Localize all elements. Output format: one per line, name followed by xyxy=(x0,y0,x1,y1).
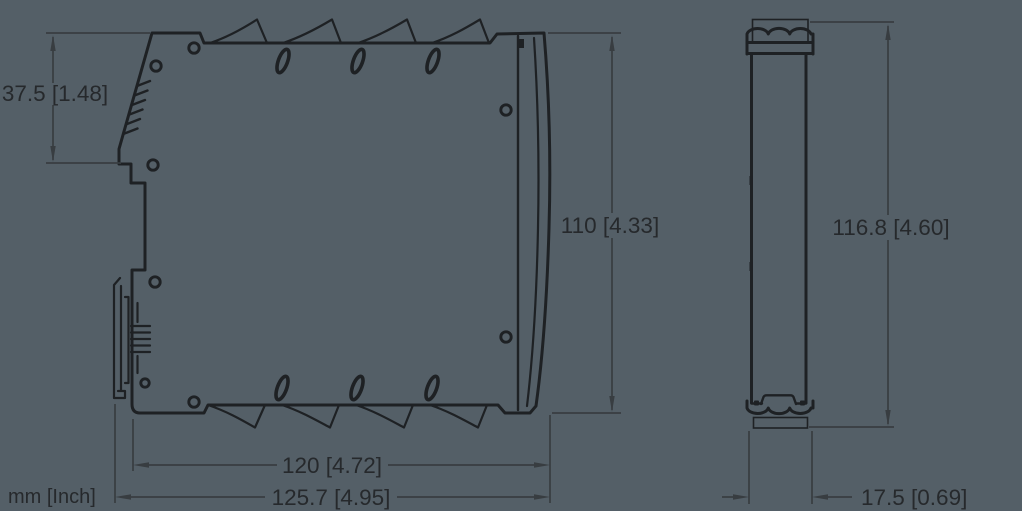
dim-label-overall-width: 125.7 [4.95] xyxy=(272,485,391,510)
arrow-down-icon xyxy=(885,410,891,426)
dim-label-depth: 17.5 [0.69] xyxy=(861,485,967,510)
arrow-left-icon xyxy=(133,462,149,468)
arrow-right-icon xyxy=(534,462,550,468)
clip-comb-teeth xyxy=(129,324,152,354)
screw-hole xyxy=(146,158,160,172)
slat xyxy=(123,127,139,135)
arrow-up-icon xyxy=(50,35,56,51)
arrow-right-icon xyxy=(733,494,749,500)
screw-hole xyxy=(499,330,513,344)
vent-slot xyxy=(425,47,441,75)
vent-fin xyxy=(356,18,418,45)
screw-hole xyxy=(148,275,162,289)
screw-hole xyxy=(139,377,151,389)
din-rail-clip xyxy=(112,276,152,400)
dimension-overall-width: 125.7 [4.95] xyxy=(115,485,550,510)
dim-label-front-overall-height: 116.8 [4.60] xyxy=(832,215,949,240)
dimension-front-overall-height: 116.8 [4.60] xyxy=(809,21,950,428)
vent-fin xyxy=(206,403,267,429)
top-terminal-block xyxy=(745,26,815,56)
arrow-down-icon xyxy=(50,146,56,162)
slat xyxy=(128,108,144,116)
slat xyxy=(133,89,149,97)
vent-fin xyxy=(280,403,341,429)
top-vent-slots xyxy=(275,47,441,75)
vent-fin xyxy=(281,18,343,45)
screw-holes xyxy=(139,41,513,409)
heatsink-slats xyxy=(123,79,152,135)
screw-hole xyxy=(499,103,513,117)
screw-hole xyxy=(187,41,201,55)
dimension-upper-section-height: 37.5 [1.48] xyxy=(2,32,150,164)
bottom-rail-plate xyxy=(752,416,809,429)
side-view xyxy=(112,18,552,429)
clip-slider xyxy=(123,295,130,385)
screw-mark xyxy=(800,400,805,406)
arrow-right-icon xyxy=(534,494,550,500)
vent-fin xyxy=(428,403,489,429)
dimension-depth: 17.5 [0.69] xyxy=(722,431,967,510)
vent-fin xyxy=(208,18,269,45)
vent-slot xyxy=(275,47,291,75)
slat xyxy=(130,98,147,107)
vent-slot xyxy=(349,374,365,402)
screw-hole xyxy=(187,395,201,409)
seam-tick xyxy=(749,262,753,271)
dimension-width: 120 [4.72] xyxy=(114,404,551,503)
vent-slot xyxy=(274,374,290,402)
vent-slot xyxy=(350,47,366,75)
side-view-outline xyxy=(117,31,552,415)
vent-fin xyxy=(430,18,491,45)
vent-slot xyxy=(424,374,440,402)
bottom-vent-slots xyxy=(274,374,440,402)
bottom-terminal-block xyxy=(745,399,815,416)
units-note: mm [Inch] xyxy=(8,486,96,508)
dim-label-width: 120 [4.72] xyxy=(282,453,382,478)
latch-mark xyxy=(517,39,524,48)
arrow-up-icon xyxy=(609,35,615,51)
vent-fin xyxy=(354,403,415,429)
dim-label-upper-section-height: 37.5 [1.48] xyxy=(2,81,108,106)
screw-hole xyxy=(149,59,163,73)
seam-tick xyxy=(749,176,753,185)
bottom-vent-fins xyxy=(206,403,489,429)
clip-release-tab xyxy=(759,394,798,406)
front-view xyxy=(745,18,815,429)
arrow-down-icon xyxy=(609,396,615,412)
dim-label-height: 110 [4.33] xyxy=(561,213,659,238)
top-rail-plate xyxy=(751,18,809,44)
top-vent-fins xyxy=(208,18,491,45)
clip-arm xyxy=(112,276,127,400)
dimension-height: 110 [4.33] xyxy=(548,32,659,414)
slat xyxy=(125,117,142,126)
arrow-left-icon xyxy=(812,494,828,500)
arrow-up-icon xyxy=(885,24,891,40)
screw-mark xyxy=(754,400,759,406)
slat xyxy=(135,79,152,88)
front-cover-curve xyxy=(525,36,540,408)
arrow-left-icon xyxy=(115,494,131,500)
